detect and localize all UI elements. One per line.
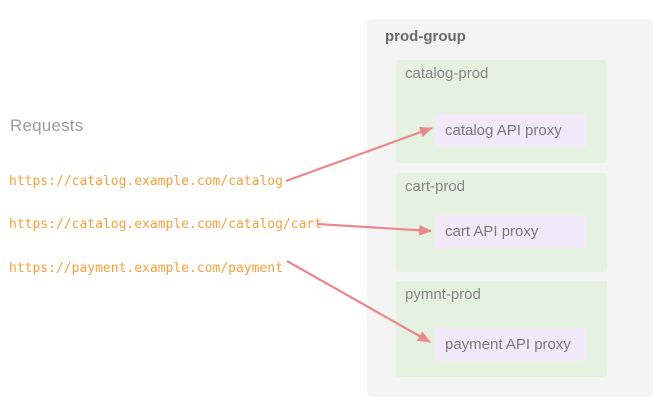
request-url-payment: https://payment.example.com/payment xyxy=(9,261,283,276)
proxy-box-cart: cart API proxy xyxy=(435,215,587,248)
env-box-catalog-prod: catalog-prod catalog API proxy xyxy=(396,60,607,163)
environment-group-title: prod-group xyxy=(385,28,466,45)
request-url-catalog: https://catalog.example.com/catalog xyxy=(9,174,283,189)
env-label-cart-prod: cart-prod xyxy=(405,178,466,195)
requests-heading: Requests xyxy=(10,116,84,135)
proxy-label-catalog: catalog API proxy xyxy=(445,122,562,139)
proxy-box-catalog: catalog API proxy xyxy=(435,114,587,147)
env-label-pymnt-prod: pymnt-prod xyxy=(405,286,481,303)
proxy-label-cart: cart API proxy xyxy=(445,223,539,240)
request-url-catalog-cart: https://catalog.example.com/catalog/cart xyxy=(9,217,323,232)
env-box-cart-prod: cart-prod cart API proxy xyxy=(396,173,607,272)
environment-group-box: prod-group catalog-prod catalog API prox… xyxy=(367,19,653,397)
env-label-catalog-prod: catalog-prod xyxy=(405,65,489,82)
env-box-pymnt-prod: pymnt-prod payment API proxy xyxy=(396,281,607,377)
proxy-label-payment: payment API proxy xyxy=(445,336,571,353)
proxy-box-payment: payment API proxy xyxy=(435,328,587,361)
